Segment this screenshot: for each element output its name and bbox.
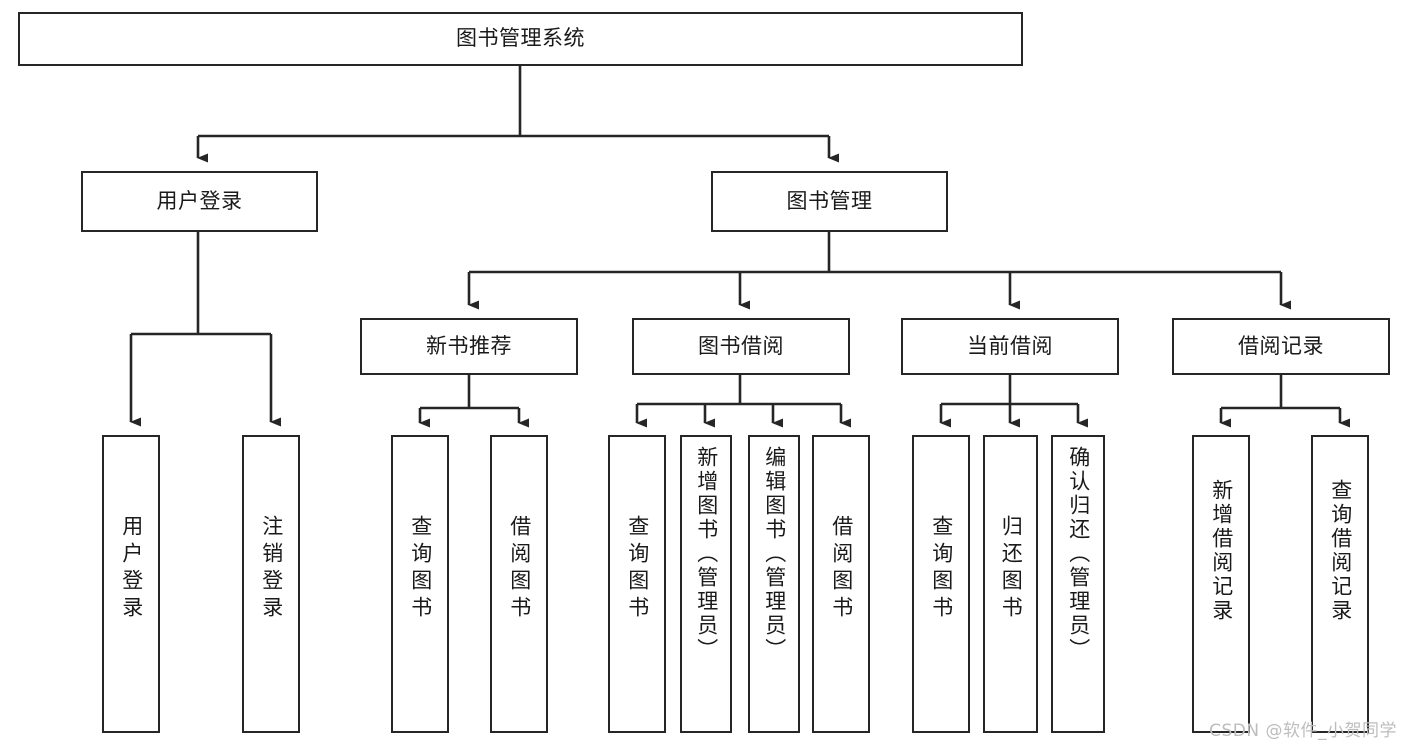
node-user-login[interactable]: 用户登录	[81, 171, 318, 232]
node-book-borrow[interactable]: 图书借阅	[632, 318, 850, 375]
node-leaf-user-login[interactable]: 用户登录	[102, 435, 160, 733]
node-book-borrow-label: 图书借阅	[698, 333, 784, 358]
node-leaf-borrow-book-1[interactable]: 借阅图书	[490, 435, 548, 733]
node-book-manage-label: 图书管理	[786, 188, 873, 213]
node-root-label: 图书管理系统	[456, 26, 585, 51]
node-leaf-return-book-label: 归还图书	[999, 515, 1024, 623]
node-leaf-logout-login[interactable]: 注销登录	[242, 435, 300, 733]
node-leaf-add-book-label: 新增图书（管理员）	[694, 446, 719, 662]
node-leaf-query-book-3[interactable]: 查询图书	[912, 435, 970, 733]
node-leaf-query-book-1[interactable]: 查询图书	[391, 435, 449, 733]
node-leaf-query-book-2[interactable]: 查询图书	[608, 435, 666, 733]
node-leaf-borrow-book-2[interactable]: 借阅图书	[812, 435, 870, 733]
node-root[interactable]: 图书管理系统	[18, 12, 1023, 66]
node-borrow-record[interactable]: 借阅记录	[1172, 318, 1390, 375]
node-new-book-recommend-label: 新书推荐	[426, 333, 512, 358]
node-leaf-add-book[interactable]: 新增图书（管理员）	[680, 435, 732, 733]
node-user-login-label: 用户登录	[156, 188, 243, 213]
node-leaf-edit-book[interactable]: 编辑图书（管理员）	[748, 435, 800, 733]
node-leaf-query-book-1-label: 查询图书	[408, 515, 433, 623]
node-current-borrow[interactable]: 当前借阅	[901, 318, 1119, 375]
node-leaf-query-record-label: 查询借阅记录	[1328, 479, 1353, 623]
node-leaf-edit-book-label: 编辑图书（管理员）	[762, 446, 787, 662]
node-leaf-user-login-label: 用户登录	[119, 515, 144, 623]
node-leaf-query-book-2-label: 查询图书	[625, 515, 650, 623]
node-borrow-record-label: 借阅记录	[1238, 333, 1324, 358]
node-leaf-query-book-3-label: 查询图书	[929, 515, 954, 623]
node-book-manage[interactable]: 图书管理	[711, 171, 948, 232]
node-leaf-confirm-return-label: 确认归还（管理员）	[1066, 446, 1091, 662]
node-leaf-query-record[interactable]: 查询借阅记录	[1311, 435, 1369, 733]
node-leaf-add-record-label: 新增借阅记录	[1209, 479, 1234, 623]
node-current-borrow-label: 当前借阅	[967, 333, 1053, 358]
node-leaf-logout-login-label: 注销登录	[259, 515, 284, 623]
node-new-book-recommend[interactable]: 新书推荐	[360, 318, 578, 375]
node-leaf-return-book[interactable]: 归还图书	[983, 435, 1038, 733]
node-leaf-borrow-book-1-label: 借阅图书	[507, 515, 532, 623]
node-leaf-add-record[interactable]: 新增借阅记录	[1192, 435, 1250, 733]
node-leaf-borrow-book-2-label: 借阅图书	[829, 515, 854, 623]
node-leaf-confirm-return[interactable]: 确认归还（管理员）	[1051, 435, 1105, 733]
